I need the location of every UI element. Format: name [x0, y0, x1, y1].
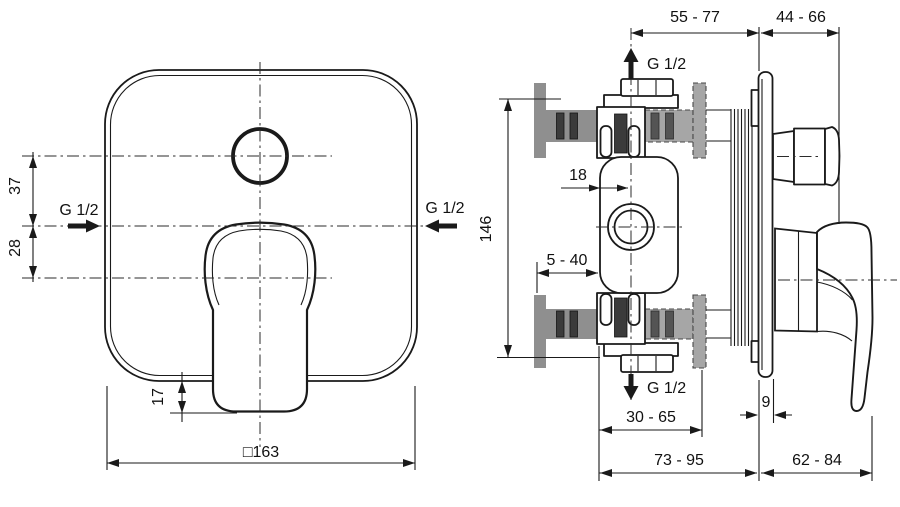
flow-arrow-left-icon	[438, 223, 457, 229]
dim-label-146: 146	[478, 216, 495, 243]
outlet-top-label: G 1/2	[647, 56, 686, 73]
front-dim-37-28: 37 28	[7, 152, 37, 282]
wall-stud-top-max	[692, 82, 707, 159]
wall-stud-top	[534, 83, 546, 158]
side-centerlines	[596, 28, 897, 400]
handle-side-profile	[774, 221, 874, 412]
outlet-top: G 1/2	[623, 48, 686, 79]
dim-label-17: 17	[150, 388, 167, 406]
sealing-sleeve	[730, 109, 753, 346]
front-dim-17: 17	[150, 372, 237, 422]
flow-arrow-down-icon	[628, 374, 634, 387]
dim-label-5-40: 5 - 40	[547, 252, 588, 269]
inlet-left-label: G 1/2	[59, 202, 98, 219]
dim-label-28: 28	[7, 239, 24, 257]
valve-bottom-hex-nut	[620, 354, 674, 373]
side-dim-9: 9	[740, 379, 792, 423]
side-dim-18: 18	[561, 167, 628, 192]
valve-top-collar	[603, 94, 679, 109]
dim-label-37: 37	[7, 177, 24, 195]
side-dim-5-40: 5 - 40	[536, 252, 598, 293]
front-inlet-left: G 1/2	[59, 202, 100, 233]
side-dim-bottom: 73 - 95 62 - 84	[599, 380, 873, 481]
dim-label-73-95: 73 - 95	[654, 452, 704, 469]
side-dim-30-65: 30 - 65	[598, 346, 703, 481]
outlet-bottom: G 1/2	[623, 374, 686, 400]
valve-body	[596, 78, 679, 373]
dim-label-9: 9	[762, 394, 771, 411]
handle-lever	[816, 221, 874, 412]
front-inlet-right: G 1/2	[425, 200, 465, 233]
front-dim-163: □163	[106, 386, 416, 470]
knob-side-profile	[772, 126, 841, 187]
inlet-right-label: G 1/2	[425, 200, 464, 217]
side-view: G 1/2 G 1/2 55 - 77 44 - 66	[478, 9, 897, 481]
wall-stud-bottom-max	[692, 294, 707, 369]
dim-label-plate-size: □163	[243, 444, 279, 461]
dim-label-30-65: 30 - 65	[626, 409, 676, 426]
dim-label-62-84: 62 - 84	[792, 452, 842, 469]
valve-top-hex-nut	[620, 78, 674, 97]
flow-arrow-up-icon	[628, 61, 634, 79]
outlet-bottom-label: G 1/2	[647, 380, 686, 397]
flow-arrow-right-icon	[68, 223, 87, 229]
pipe-lines	[706, 109, 731, 339]
plate-side-profile	[750, 71, 774, 378]
side-dim-top: 55 - 77 44 - 66	[631, 9, 840, 224]
side-dim-146: 146	[478, 98, 600, 359]
plate-slab	[757, 71, 774, 378]
valve-bottom-collar	[603, 342, 679, 357]
front-centerlines	[22, 62, 424, 447]
wall-stud-bottom	[534, 295, 546, 368]
front-view: 37 28 G 1/2 G 1/2 17	[7, 62, 465, 470]
dim-label-44-66: 44 - 66	[776, 9, 826, 26]
dim-label-18: 18	[569, 167, 587, 184]
dim-label-55-77: 55 - 77	[670, 9, 720, 26]
